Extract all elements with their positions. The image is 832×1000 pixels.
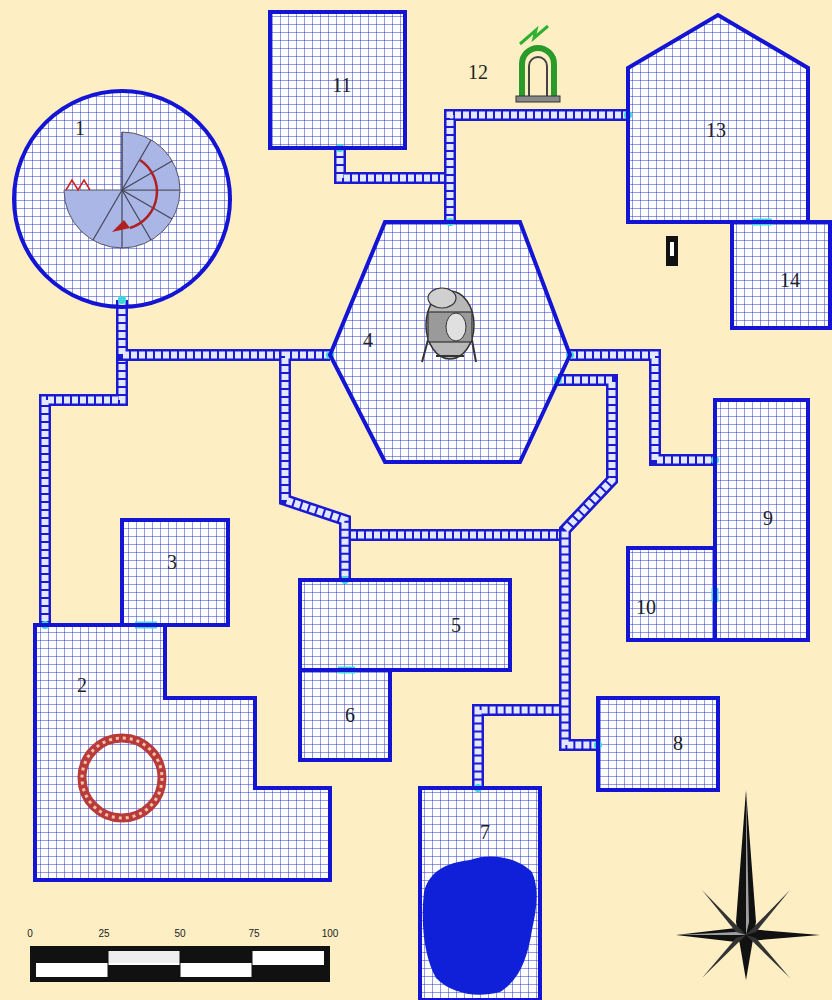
- rotating-device: [64, 132, 180, 248]
- room-number: 14: [780, 270, 800, 290]
- room-number: 5: [451, 615, 461, 635]
- room-number: 7: [480, 822, 490, 842]
- room-number: 2: [77, 675, 87, 695]
- room-number: 6: [345, 705, 355, 725]
- room-number: 4: [363, 330, 373, 350]
- corridor-floor: [350, 532, 565, 539]
- room-floor: [715, 400, 808, 640]
- room: 8: [598, 698, 718, 790]
- room: 9: [715, 400, 808, 640]
- room-number: 3: [167, 552, 177, 572]
- room-floor: [35, 625, 330, 880]
- room-outline: [628, 548, 715, 640]
- corridor: [41, 296, 126, 629]
- room-number: 11: [332, 75, 351, 95]
- room: 1: [12, 89, 232, 309]
- room: 13: [628, 15, 808, 222]
- corridor: [336, 144, 454, 226]
- scale-number: 75: [248, 929, 259, 939]
- scale-number: 25: [98, 929, 109, 939]
- corridor: [474, 376, 612, 792]
- room-number: 13: [706, 120, 726, 140]
- room-number: 9: [763, 508, 773, 528]
- corridor: [350, 529, 565, 541]
- room-number: 1: [75, 118, 85, 138]
- statue: [422, 288, 476, 362]
- room-floor: [628, 15, 808, 222]
- room-number: 12: [468, 62, 488, 82]
- room-outline: [598, 698, 718, 790]
- room-outline: [628, 15, 808, 222]
- room: 3: [122, 520, 228, 625]
- room-outline: [420, 788, 540, 1000]
- lever-symbol: [666, 236, 678, 266]
- room-floor: [300, 580, 510, 670]
- room-outline: [300, 580, 510, 670]
- room-floor: [420, 788, 540, 1000]
- room-floor: [330, 222, 570, 462]
- room-floor: [14, 91, 230, 307]
- room-outline: [35, 625, 330, 880]
- room-number: 8: [673, 733, 683, 753]
- room: 6: [300, 670, 390, 760]
- corridor: [446, 111, 632, 226]
- room: 2: [35, 625, 330, 880]
- room: 14: [732, 222, 830, 328]
- corridor: [554, 376, 612, 749]
- portal-symbol: [516, 26, 560, 102]
- room: 10: [628, 548, 715, 640]
- scale-number: 50: [174, 929, 185, 939]
- magic-circle: [82, 738, 162, 818]
- corridor: [285, 351, 349, 584]
- room-floor: [300, 670, 390, 760]
- room-floor: [122, 520, 228, 625]
- scale-number: 0: [27, 929, 33, 939]
- room: 11: [270, 12, 405, 148]
- scale-bar: [30, 946, 330, 982]
- room-floor: [732, 222, 830, 328]
- room-floor: [628, 548, 715, 640]
- room: 7: [420, 788, 540, 1000]
- room-outline: [122, 520, 228, 625]
- room-number: 10: [636, 597, 656, 617]
- room-floor: [598, 698, 718, 790]
- room-outline: [715, 400, 808, 640]
- corridor: [566, 351, 719, 464]
- scale-number: 100: [322, 929, 339, 939]
- room: 5: [300, 580, 510, 670]
- room-floor: [270, 12, 405, 148]
- room: 4: [330, 222, 570, 462]
- pond: [423, 856, 537, 994]
- compass-rose: [676, 790, 820, 980]
- room-outline: [12, 89, 232, 309]
